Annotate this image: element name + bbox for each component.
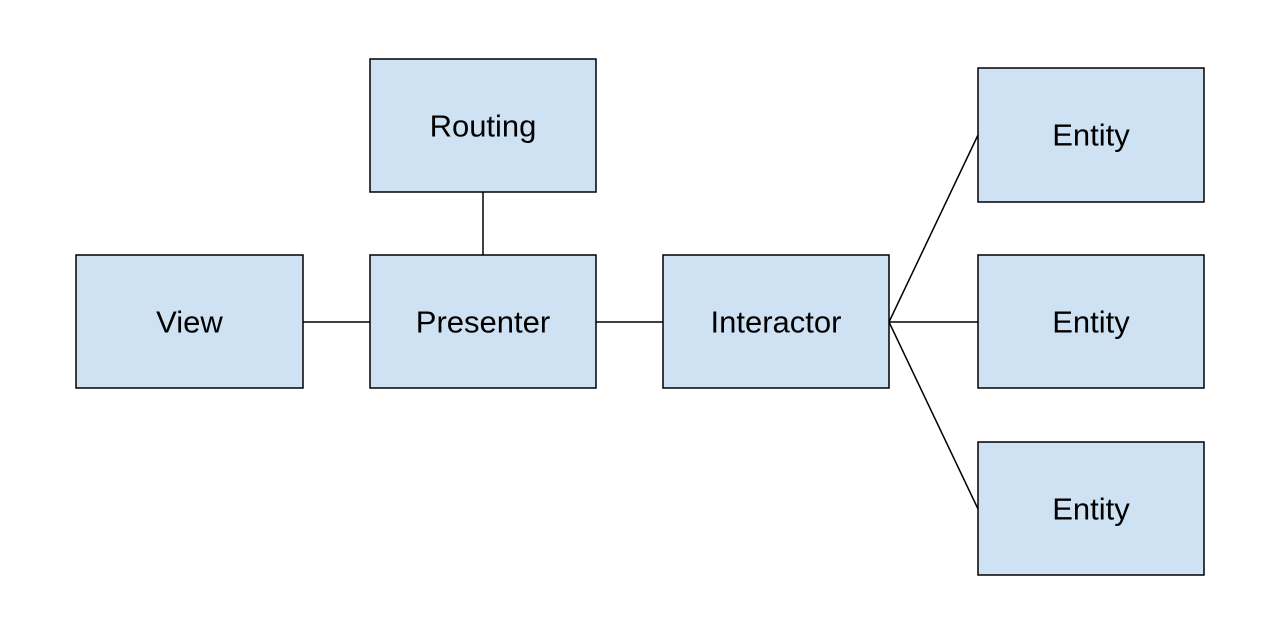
routing-label: Routing	[430, 109, 537, 144]
entity-top-label: Entity	[1052, 118, 1130, 153]
edge-interactor-entity-bottom	[888, 321, 979, 510]
presenter-label: Presenter	[416, 305, 550, 340]
interactor-node: Interactor	[662, 254, 890, 389]
edge-interactor-entity-top	[888, 134, 979, 323]
entity-bottom-node: Entity	[977, 441, 1205, 576]
entity-top-node: Entity	[977, 67, 1205, 203]
entity-bottom-label: Entity	[1052, 492, 1130, 527]
presenter-node: Presenter	[369, 254, 597, 389]
entity-middle-label: Entity	[1052, 305, 1130, 340]
entity-middle-node: Entity	[977, 254, 1205, 389]
interactor-label: Interactor	[711, 305, 842, 340]
view-label: View	[156, 305, 223, 340]
view-node: View	[75, 254, 304, 389]
routing-node: Routing	[369, 58, 597, 193]
connectors	[303, 134, 979, 510]
